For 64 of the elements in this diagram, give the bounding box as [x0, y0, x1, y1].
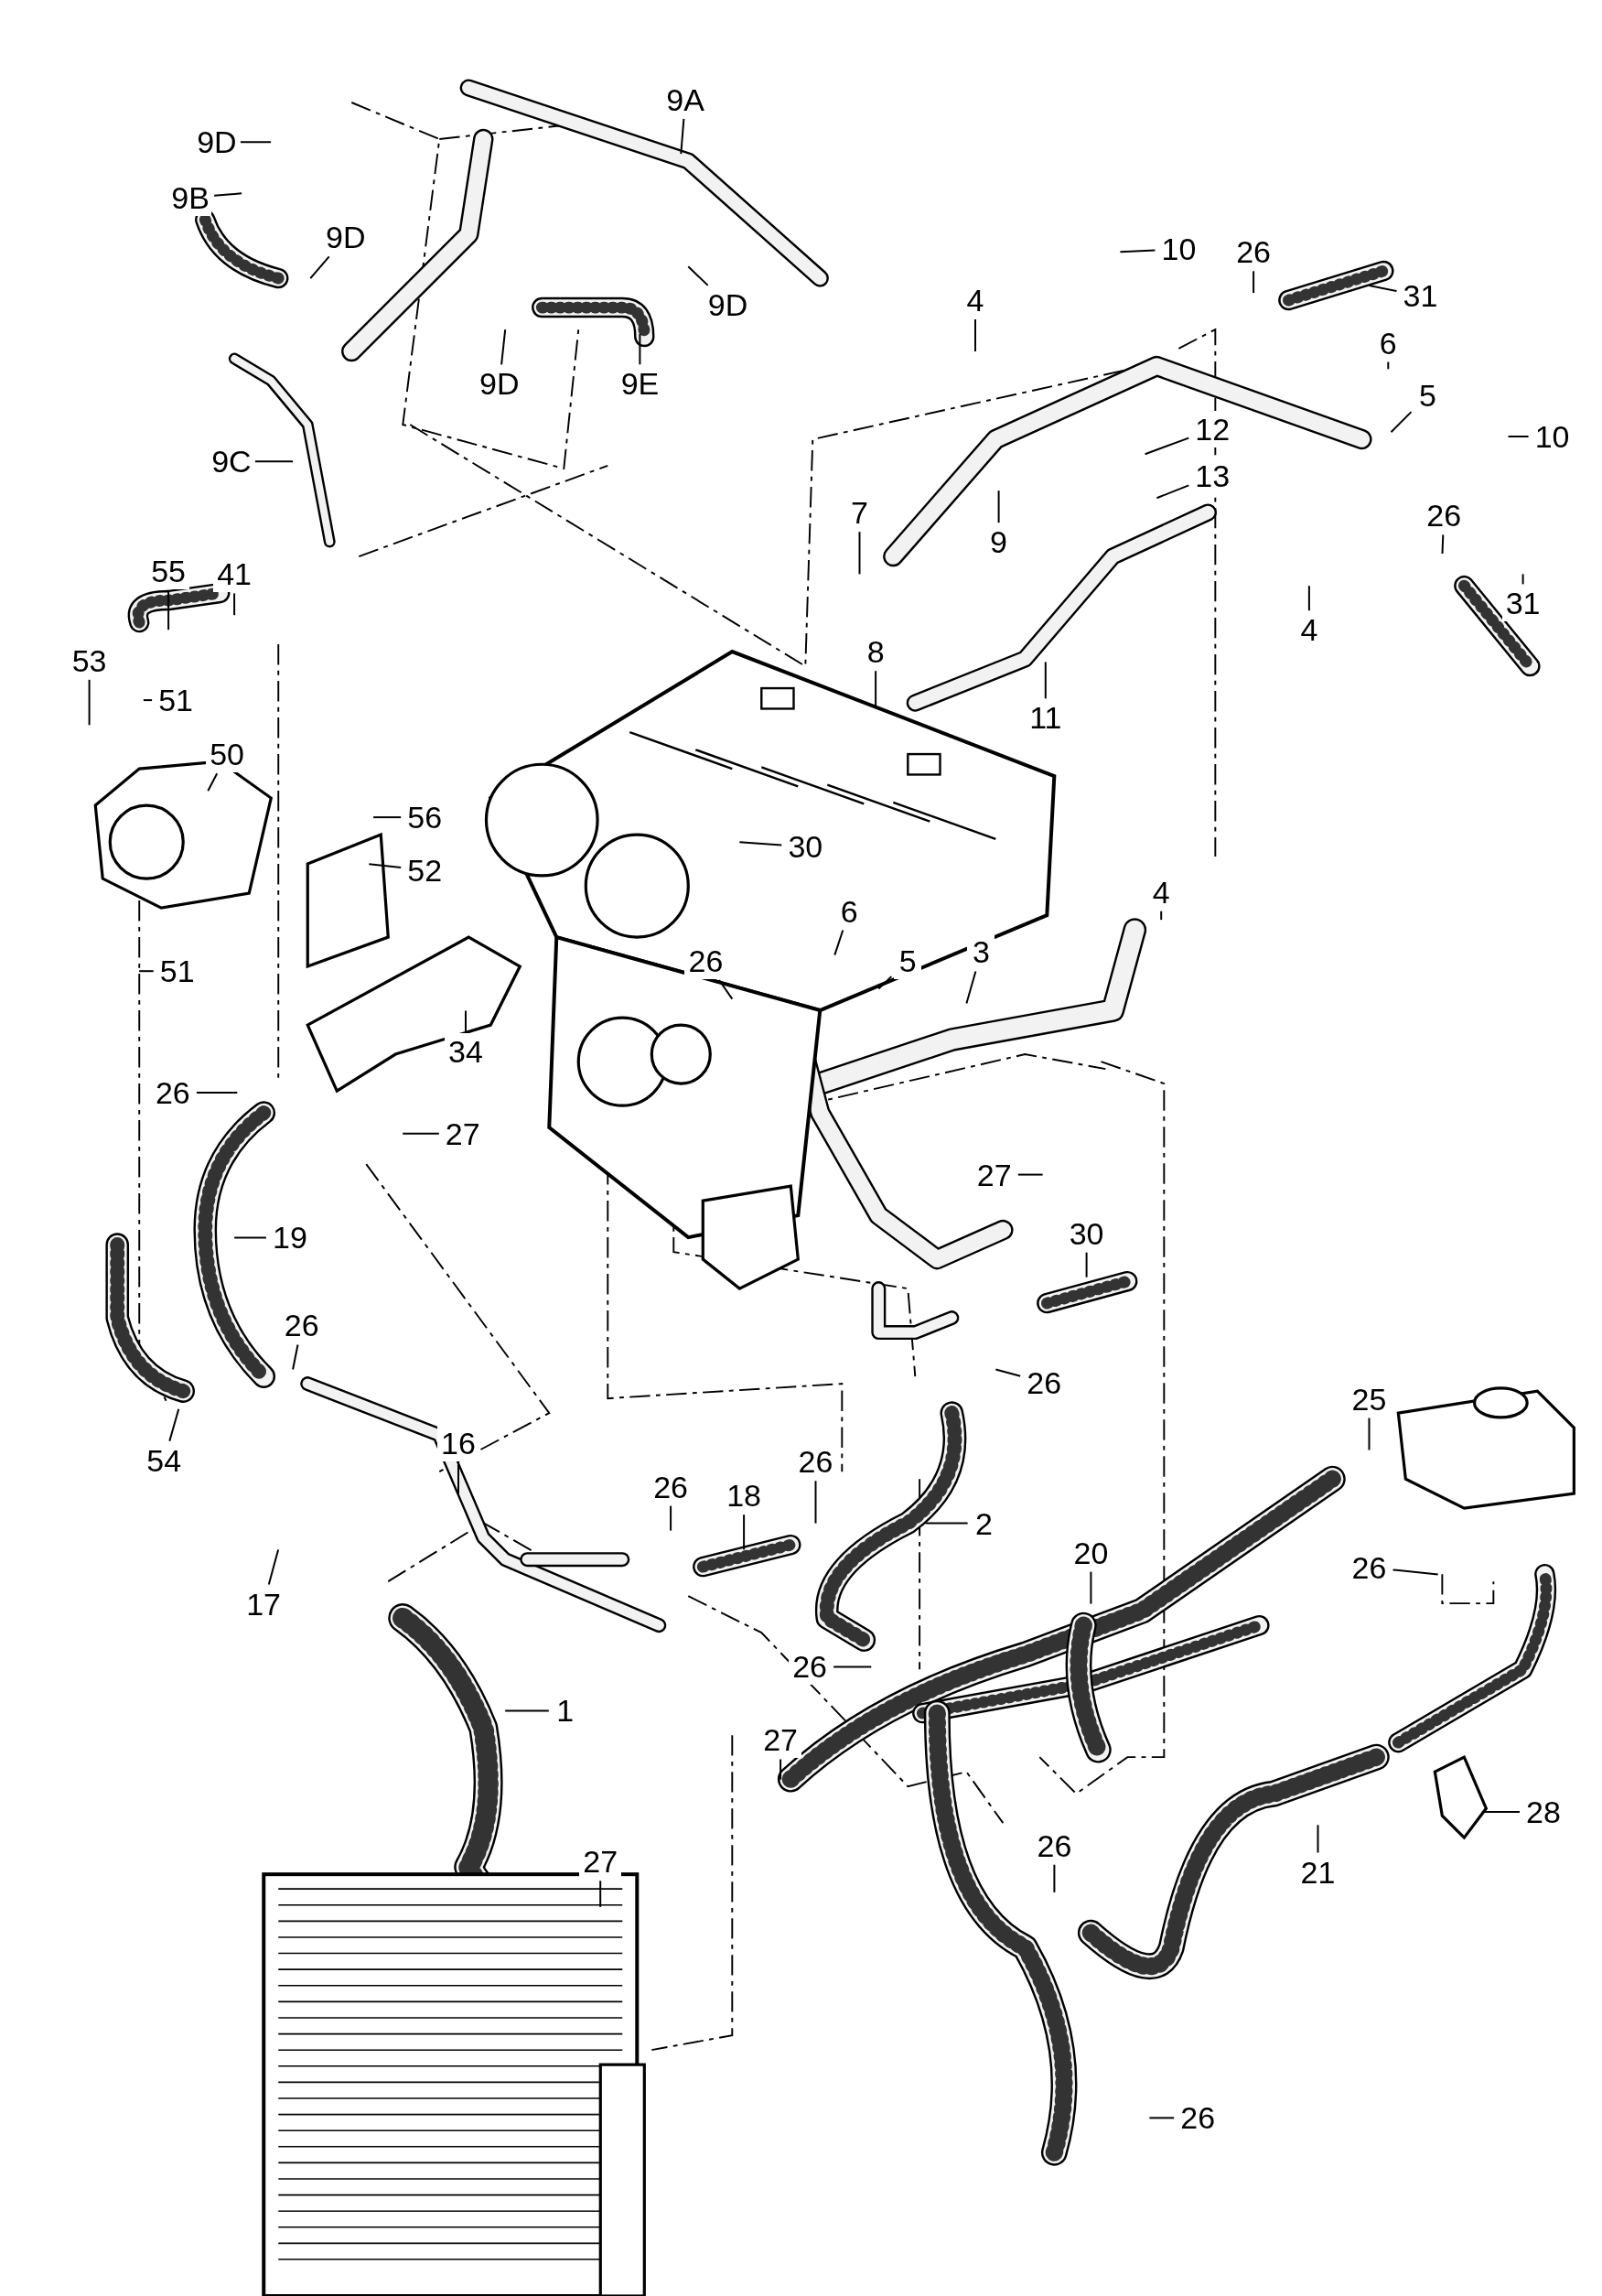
- leader-line: [207, 772, 219, 792]
- leader-line: [1521, 573, 1524, 586]
- leader-line: [233, 592, 236, 617]
- leader-line: [213, 192, 243, 197]
- leader-line: [267, 1548, 280, 1586]
- leader-line: [168, 1407, 180, 1442]
- leader-line: [1390, 411, 1413, 434]
- leader-line: [1253, 270, 1255, 295]
- leader-line: [88, 678, 91, 727]
- leader-line: [639, 332, 641, 366]
- leader-line: [457, 1461, 459, 1495]
- leader-line: [1156, 484, 1190, 500]
- leader-line: [738, 841, 783, 846]
- leader-line: [1368, 1417, 1371, 1451]
- leader-line: [1053, 1863, 1056, 1893]
- leader-line: [1441, 534, 1445, 555]
- leader-line: [814, 1480, 817, 1525]
- leader-line: [670, 1504, 672, 1532]
- leader-line: [1144, 437, 1190, 456]
- leader-line: [500, 329, 507, 366]
- leader-line: [167, 589, 170, 631]
- leader-line: [1119, 249, 1156, 253]
- leader-line: [833, 929, 844, 956]
- leader-line: [195, 1092, 239, 1094]
- leader-line: [239, 141, 273, 144]
- leader-line: [974, 318, 976, 353]
- leader-line: [142, 699, 154, 702]
- leader-line: [402, 1132, 440, 1135]
- leader-line: [599, 1880, 602, 1908]
- leader-line: [997, 490, 1000, 524]
- leader-line: [779, 1758, 782, 1781]
- leader-line: [858, 531, 861, 576]
- leader-line: [1480, 1810, 1521, 1813]
- leader-line: [1368, 285, 1398, 293]
- leader-line: [687, 265, 709, 286]
- leader-line: [743, 1514, 746, 1551]
- leader-line: [965, 970, 977, 1005]
- leader-line: [833, 1665, 873, 1668]
- leader-line: [1317, 1824, 1319, 1854]
- leader-line: [877, 976, 893, 990]
- leader-line: [504, 1709, 550, 1712]
- leader-line: [309, 255, 330, 280]
- leader-line: [1016, 1173, 1044, 1176]
- leader-line: [995, 1368, 1022, 1377]
- leader-line: [1160, 910, 1163, 922]
- leader-line: [368, 863, 403, 868]
- leader-line: [718, 979, 734, 1000]
- leader-line: [372, 816, 403, 819]
- leader-line: [233, 1236, 267, 1239]
- leader-line: [138, 970, 155, 973]
- leader-line: [1090, 1570, 1092, 1605]
- leader-line: [1044, 661, 1047, 700]
- leader-line: [1085, 1251, 1088, 1278]
- leader-line: [680, 117, 685, 156]
- leader-line: [1148, 2117, 1176, 2119]
- leader-line: [465, 1009, 467, 1034]
- leader-line: [292, 1343, 299, 1371]
- leader-line: [1507, 436, 1530, 437]
- leader-line: [253, 460, 295, 463]
- leader-line: [1392, 1568, 1439, 1576]
- leader-line: [875, 670, 877, 707]
- callout-number: 16: [436, 1424, 479, 1461]
- leader-line: [1307, 585, 1310, 612]
- leader-line: [924, 1522, 969, 1525]
